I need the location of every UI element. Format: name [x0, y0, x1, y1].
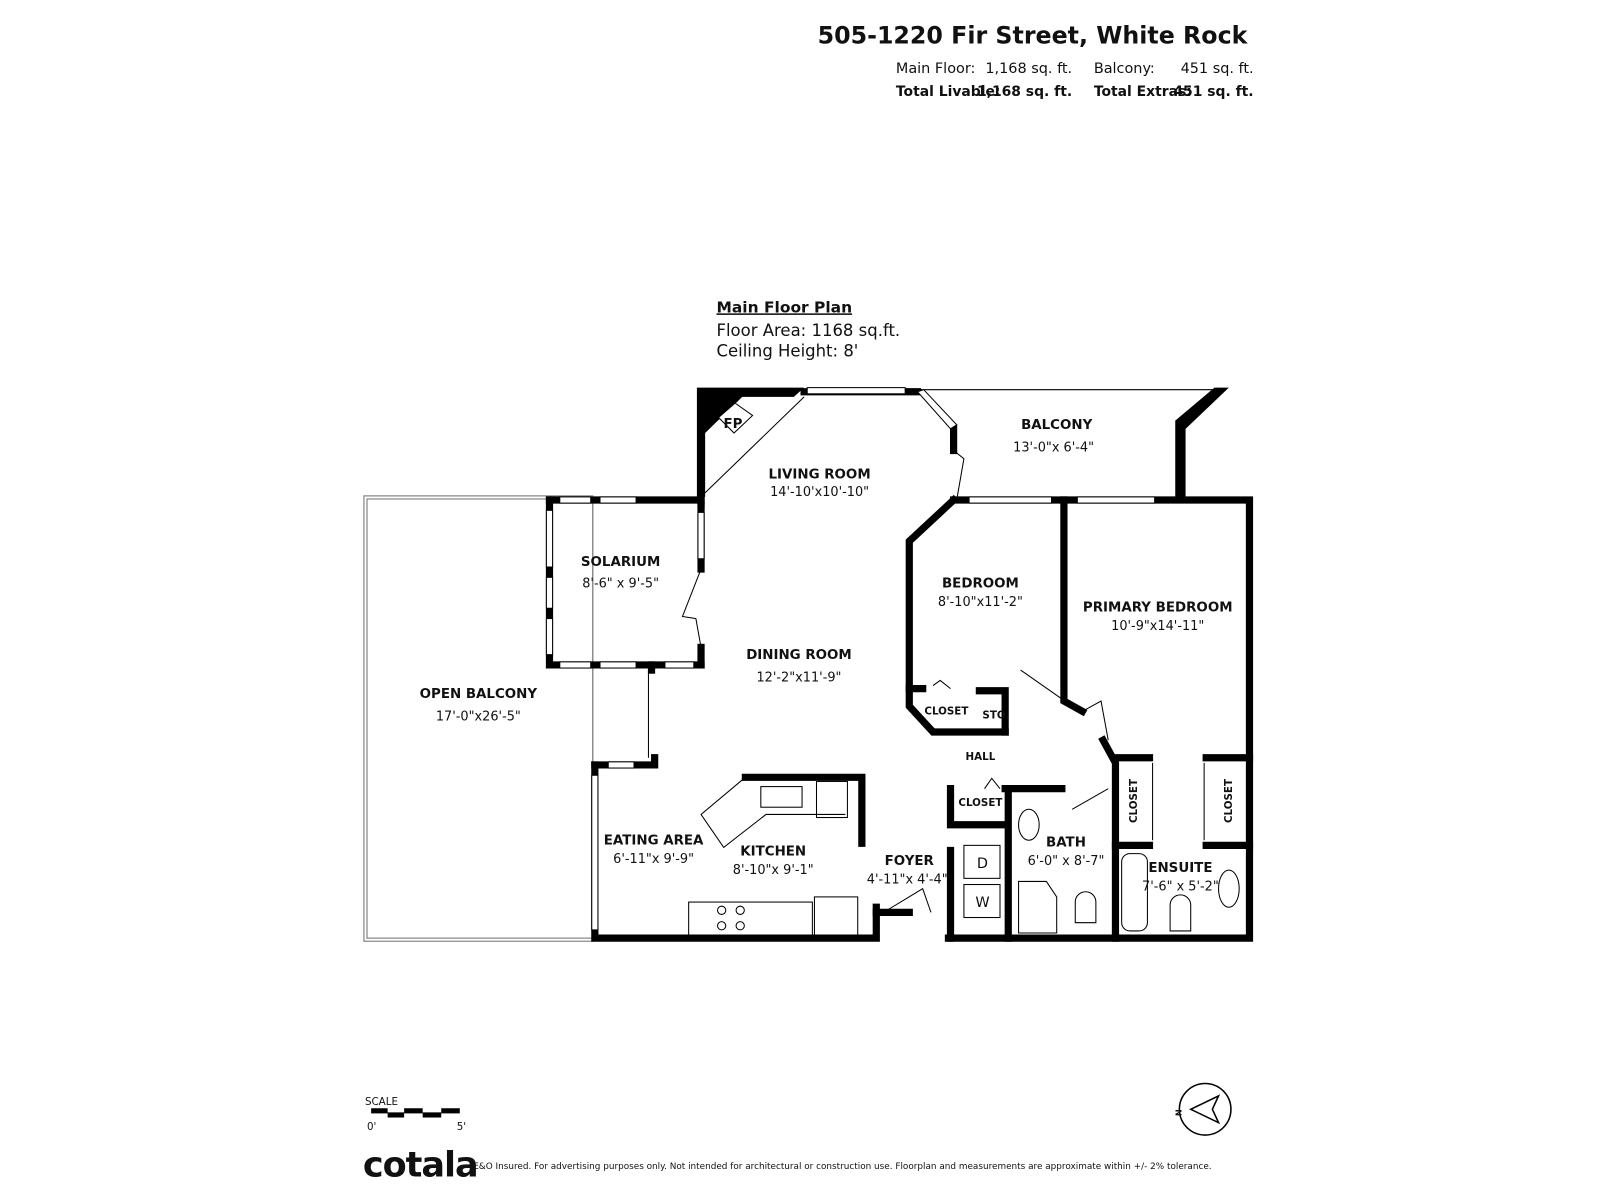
eating-area-name: EATING AREA [604, 833, 704, 848]
room-labels: BALCONY 13'-0"x 6'-4" LIVING ROOM 14'-10… [420, 418, 1235, 895]
address-title: 505-1220 Fir Street, White Rock [818, 21, 1249, 49]
ensuite-dims: 7'-6" x 5'-2" [1142, 880, 1219, 895]
total-extras-label: Total Extras: [1094, 84, 1192, 100]
floor-area: Floor Area: 1168 sq.ft. [716, 321, 900, 340]
total-livable-label: Total Livable: [896, 84, 1001, 100]
eating-area-dims: 6'-11"x 9'-9" [613, 852, 694, 867]
scale-bar [371, 1108, 460, 1118]
dryer-label: D [977, 856, 988, 872]
open-balcony-outline [363, 495, 594, 942]
ensuite-name: ENSUITE [1148, 861, 1212, 876]
total-livable-value: 1,168 sq. ft. [977, 84, 1072, 100]
balcony-name: BALCONY [1021, 418, 1093, 433]
disclaimer: E&O Insured. For advertising purposes on… [473, 1162, 1211, 1172]
closet-label: CLOSET [1128, 779, 1140, 823]
kitchen-dims: 8'-10"x 9'-1" [733, 863, 814, 878]
foyer-dims: 4'-11"x 4'-4" [867, 873, 948, 888]
solarium-name: SOLARIUM [581, 555, 660, 570]
kitchen-name: KITCHEN [740, 845, 806, 860]
main-floor-label: Main Floor: [896, 61, 976, 77]
washer-label: W [975, 895, 989, 911]
closet-label: CLOSET [958, 797, 1002, 809]
dryer-icon [963, 844, 1001, 879]
bedroom-name: BEDROOM [942, 577, 1019, 592]
kitchen-fixtures [688, 776, 859, 936]
closet-label: CLOSET [1223, 779, 1235, 823]
north-label: N [1173, 1109, 1183, 1116]
solarium-dims: 8'-6" x 9'-5" [582, 577, 659, 592]
windows [545, 387, 1156, 931]
bath-name: BATH [1046, 835, 1086, 850]
dining-room-dims: 12'-2"x11'-9" [756, 670, 841, 685]
bath-fixtures [1018, 808, 1240, 934]
doors [647, 450, 1205, 913]
total-extras-value: 451 sq. ft. [1173, 84, 1253, 100]
dining-room-name: DINING ROOM [746, 648, 852, 663]
main-floor-value: 1,168 sq. ft. [985, 61, 1072, 77]
storage-label: STO. [982, 710, 1009, 722]
primary-bedroom-dims: 10'-9"x14'-11" [1111, 619, 1204, 634]
foyer-name: FOYER [885, 854, 935, 869]
primary-bedroom-name: PRIMARY BEDROOM [1083, 600, 1233, 615]
scale-start: 0' [367, 1121, 376, 1133]
closet-label: CLOSET [924, 705, 968, 717]
balcony-wall [1175, 387, 1229, 498]
open-balcony-name: OPEN BALCONY [420, 687, 538, 702]
balcony-area-label: Balcony: [1094, 61, 1155, 77]
fireplace-label: FP [724, 417, 743, 432]
open-balcony-dims: 17'-0"x26'-5" [436, 710, 521, 725]
living-room-dims: 14'-10'x10'-10" [770, 485, 869, 500]
plan-title: Main Floor Plan [716, 298, 852, 316]
hall-label: HALL [966, 751, 996, 763]
balcony-dims: 13'-0"x 6'-4" [1013, 441, 1094, 456]
north-arrow-icon: N [1173, 1082, 1232, 1136]
stove-icon [717, 905, 745, 931]
ceiling-height: Ceiling Height: 8' [716, 342, 858, 361]
living-room-name: LIVING ROOM [769, 467, 871, 482]
balcony-area-value: 451 sq. ft. [1181, 61, 1254, 77]
fireplace-icon [717, 402, 754, 434]
washer-icon [963, 884, 1001, 919]
scale-label: SCALE [365, 1096, 398, 1108]
scale-end: 5' [457, 1121, 466, 1133]
bedroom-dims: 8'-10"x11'-2" [938, 595, 1023, 610]
cotala-logo: cotala [363, 1144, 478, 1185]
bath-dims: 6'-0" x 8'-7" [1028, 854, 1105, 869]
fireplace-hearth [704, 396, 805, 494]
